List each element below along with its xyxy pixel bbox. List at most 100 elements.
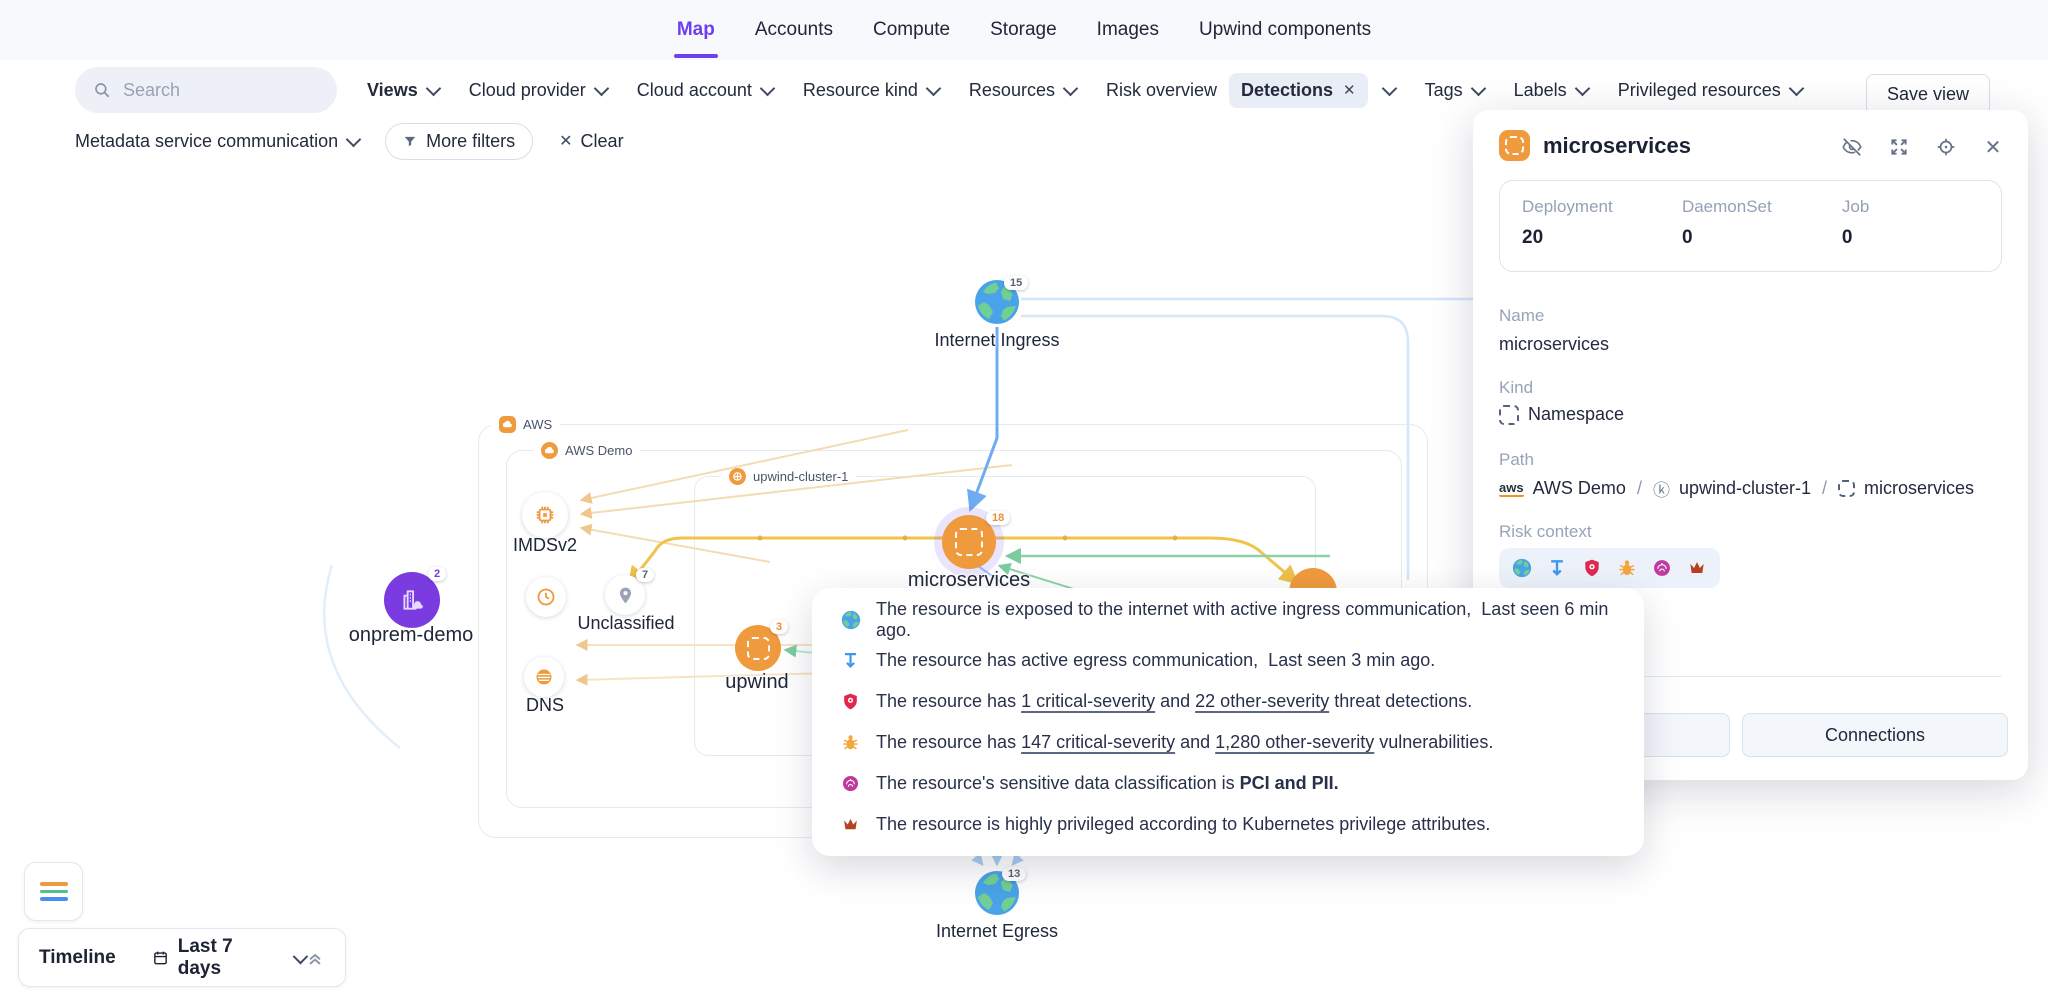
tab-map[interactable]: Map <box>673 0 718 60</box>
expand-icon[interactable] <box>1888 136 1910 158</box>
dropdown-label: Tags <box>1424 79 1463 100</box>
node-internet-egress[interactable] <box>973 869 1021 917</box>
search-input[interactable] <box>121 78 305 102</box>
text-part: threat detections. <box>1329 691 1473 711</box>
resource-kind-dropdown[interactable]: Resource kind <box>803 80 942 101</box>
path-separator: / <box>1822 478 1828 498</box>
timeline-collapse-button[interactable] <box>305 948 325 968</box>
timeline-bar: Timeline Last 7 days <box>18 928 346 987</box>
kind-value-row: Namespace <box>1499 404 1624 425</box>
path-label: Path <box>1499 450 1534 469</box>
cloud-account-dropdown[interactable]: Cloud account <box>637 80 776 101</box>
vulnerabilities-bug-icon[interactable] <box>1617 558 1637 578</box>
node-label-internet-egress: Internet Egress <box>935 921 1059 941</box>
node-badge: 7 <box>636 568 655 582</box>
node-internet-ingress[interactable] <box>973 278 1021 326</box>
save-view-button[interactable]: Save view <box>1865 74 1990 115</box>
other-severity-link[interactable]: 1,280 other-severity <box>1215 732 1375 752</box>
namespace-kind-icon <box>1838 480 1856 497</box>
more-filters-button[interactable]: More filters <box>385 122 534 160</box>
tab-images[interactable]: Images <box>1097 0 1159 60</box>
sensitive-data-icon[interactable] <box>1652 558 1672 578</box>
close-icon[interactable]: ✕ <box>1984 136 2002 159</box>
cloud-provider-dropdown[interactable]: Cloud provider <box>469 80 610 101</box>
threat-detections-icon[interactable] <box>1582 558 1602 578</box>
stat-job: Job 0 <box>1842 197 1979 255</box>
tab-storage[interactable]: Storage <box>990 0 1057 60</box>
name-label: Name <box>1499 306 1545 325</box>
timeline-title: Timeline <box>39 946 116 968</box>
datacenter-building-icon <box>403 590 423 610</box>
dropdown-label: Views <box>367 79 418 100</box>
stat-deployment: Deployment 20 <box>1522 197 1682 255</box>
stat-daemonset: DaemonSet 0 <box>1682 197 1842 255</box>
dropdown-label: Risk overview <box>1105 79 1217 100</box>
tags-dropdown[interactable]: Tags <box>1424 79 1486 101</box>
double-chevron-up-icon <box>309 953 321 965</box>
tab-label: Upwind components <box>1198 19 1372 40</box>
path-segment-account[interactable]: AWS Demo <box>1532 478 1626 498</box>
path-segment-namespace[interactable]: microservices <box>1864 478 1975 498</box>
privileged-crown-icon[interactable] <box>1687 558 1707 578</box>
critical-severity-link[interactable]: 147 critical-severity <box>1021 732 1176 752</box>
group-label-cluster[interactable]: upwind-cluster-1 <box>721 466 857 487</box>
node-clock[interactable] <box>526 577 566 617</box>
risk-context-icons <box>1499 548 1720 588</box>
chip-icon <box>536 506 554 524</box>
risk-row-internet-exposure: The resource is exposed to the internet … <box>840 599 1616 640</box>
name-value: microservices <box>1499 334 1610 354</box>
sensitive-data-icon <box>840 773 861 794</box>
namespace-icon <box>746 636 770 660</box>
clear-filters-button[interactable]: ✕ Clear <box>559 131 623 152</box>
path-breadcrumb: aws AWS Demo / ⓚ upwind-cluster-1 / micr… <box>1499 476 1974 501</box>
group-label-text: upwind-cluster-1 <box>753 469 849 484</box>
critical-severity-link[interactable]: 1 critical-severity <box>1021 691 1156 711</box>
top-navigation: Map Accounts Compute Storage Images Upwi… <box>0 0 2048 60</box>
calendar-icon <box>153 951 167 964</box>
path-separator: / <box>1636 478 1642 498</box>
chevron-down-icon <box>1574 80 1590 96</box>
remove-chip-icon[interactable]: ✕ <box>1343 82 1356 99</box>
node-label-onprem-demo: onprem-demo <box>348 624 474 646</box>
clock-icon <box>537 588 555 606</box>
connections-button[interactable]: Connections <box>1742 713 2008 757</box>
resources-dropdown[interactable]: Resources <box>969 80 1079 101</box>
tab-compute[interactable]: Compute <box>873 0 950 60</box>
node-imdsv2[interactable] <box>522 492 568 538</box>
node-label-internet-ingress: Internet Ingress <box>934 330 1060 350</box>
detections-filter-chip[interactable]: Detections ✕ <box>1229 72 1368 108</box>
privileged-resources-dropdown[interactable]: Privileged resources <box>1618 80 1805 101</box>
risk-row-text: The resource has active egress communica… <box>876 650 1436 670</box>
filter-bar: Views Cloud provider Cloud account Resou… <box>75 60 1805 120</box>
chevron-down-icon <box>1788 80 1805 96</box>
node-dns[interactable] <box>524 657 564 697</box>
labels-dropdown[interactable]: Labels <box>1514 80 1590 101</box>
group-label-aws[interactable]: AWS <box>491 414 561 435</box>
path-segment-cluster[interactable]: upwind-cluster-1 <box>1678 478 1812 498</box>
close-icon: ✕ <box>559 133 573 150</box>
views-dropdown[interactable]: Views <box>367 79 441 101</box>
other-severity-link[interactable]: 22 other-severity <box>1195 691 1330 711</box>
timeline-range-dropdown[interactable]: Last 7 days <box>152 936 308 980</box>
metadata-service-communication-dropdown[interactable]: Metadata service communication <box>75 131 362 152</box>
search-box[interactable] <box>75 67 337 113</box>
panel-divider <box>1499 676 2002 677</box>
risk-context-label: Risk context <box>1499 522 1592 541</box>
internet-exposure-icon[interactable] <box>1512 558 1532 578</box>
threat-detections-icon <box>840 691 861 712</box>
stat-label: DaemonSet <box>1681 197 1772 216</box>
active-tab-indicator <box>673 54 718 58</box>
node-badge: 2 <box>428 567 447 581</box>
locate-target-icon[interactable] <box>1935 136 1957 158</box>
map-legend-button[interactable] <box>24 862 83 921</box>
funnel-icon <box>404 136 416 147</box>
tab-upwind-components[interactable]: Upwind components <box>1199 0 1371 60</box>
hide-icon[interactable] <box>1841 136 1863 158</box>
tab-accounts[interactable]: Accounts <box>755 0 833 60</box>
chevron-down-icon <box>759 80 776 96</box>
egress-icon[interactable] <box>1547 558 1567 578</box>
vulnerabilities-bug-icon <box>840 732 861 753</box>
risk-overview-dropdown[interactable]: Risk overview Detections ✕ <box>1105 72 1397 108</box>
group-label-aws-demo[interactable]: AWS Demo <box>533 440 641 461</box>
